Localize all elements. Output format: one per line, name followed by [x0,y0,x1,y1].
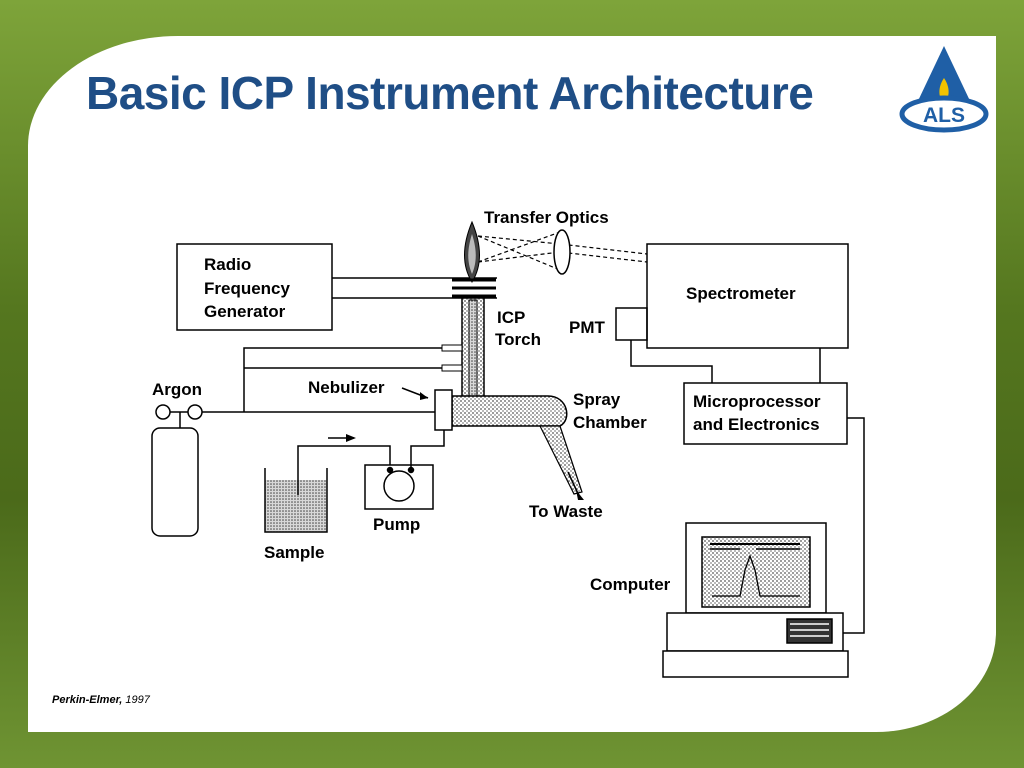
citation-year: 1997 [125,694,150,706]
label-electronics: and Electronics [693,415,820,434]
label-pmt: PMT [569,318,606,337]
als-logo: ALS [899,46,989,133]
rf-generator-box [176,243,333,331]
argon-cylinder [151,404,203,537]
sample-beaker [264,434,391,533]
label-generator: Generator [204,302,286,321]
label-microprocessor: Microprocessor [693,392,821,411]
label-sample: Sample [264,543,324,562]
spray-chamber [451,395,584,500]
microprocessor-box [683,382,848,445]
label-transfer-optics: Transfer Optics [484,208,609,227]
label-argon: Argon [152,380,202,399]
pump [364,430,445,510]
citation-author: Perkin-Elmer, [52,694,123,706]
label-spray: Spray [573,390,621,409]
label-frequency: Frequency [204,279,291,298]
label-radio: Radio [204,255,251,274]
label-computer: Computer [590,575,671,594]
label-icp: ICP [497,308,525,327]
label-pump: Pump [373,515,420,534]
slide-title: Basic ICP Instrument Architecture [86,67,814,119]
icp-torch [441,220,496,413]
label-chamber: Chamber [573,413,647,432]
transfer-optics [477,229,648,275]
citation: Perkin-Elmer, 1997 [52,694,150,706]
nebulizer [401,387,453,431]
label-spectrometer: Spectrometer [686,284,796,303]
spectrometer-box [646,243,849,349]
computer [662,522,849,678]
label-to-waste: To Waste [529,502,603,521]
logo-text: ALS [923,104,965,127]
label-nebulizer: Nebulizer [308,378,385,397]
pmt-box [615,307,648,341]
label-torch: Torch [495,330,541,349]
